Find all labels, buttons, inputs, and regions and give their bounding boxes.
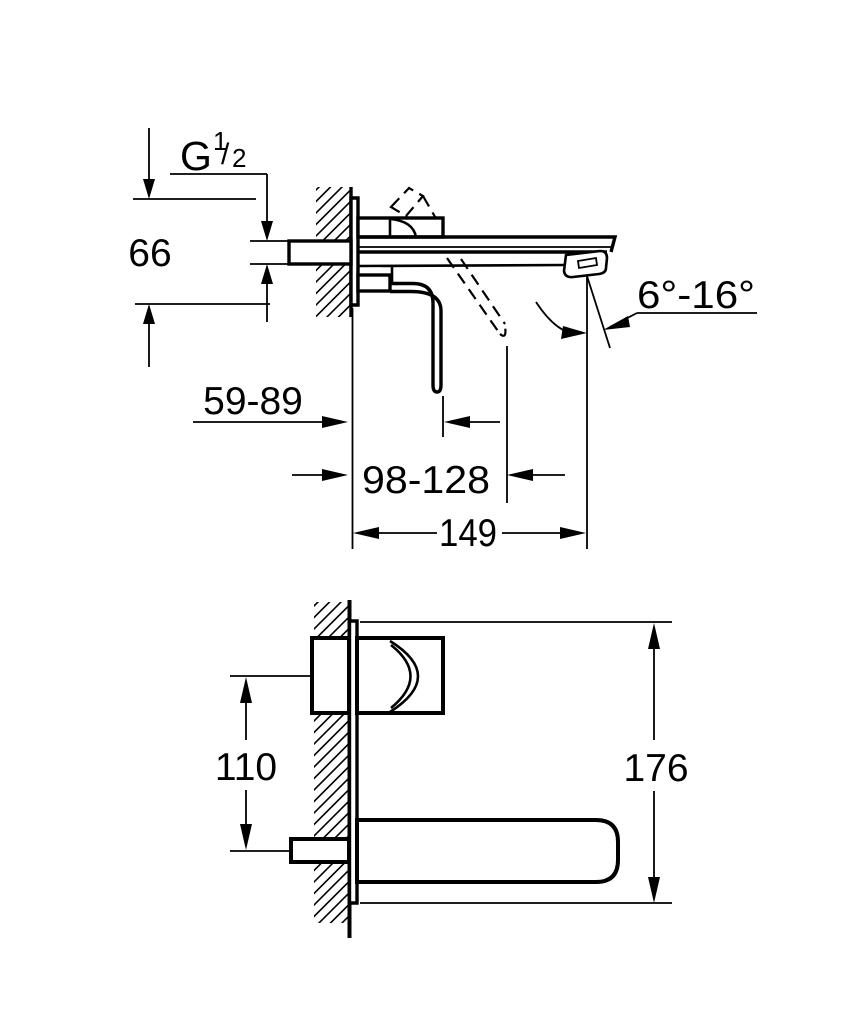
aerator [562, 249, 609, 279]
thread-denominator: 2 [232, 143, 246, 173]
lever-open-grip-dashed [389, 186, 425, 218]
lever-inner-edge [390, 281, 435, 385]
arrow-5989-left [444, 416, 470, 428]
angle-arc-arrow [561, 326, 587, 339]
dome-pivot-arc [389, 217, 418, 238]
wall-hatch-top [314, 602, 349, 638]
spout-front [355, 818, 620, 884]
arrow-110-up [240, 677, 252, 703]
angle-leader-arrow [603, 316, 630, 330]
arrow-66-bottom [143, 304, 155, 324]
pipe-extension-lines [250, 240, 289, 265]
dimension-spout-angle: 6°-16° [535, 274, 757, 349]
lever-open-blade-left [446, 257, 501, 335]
supply-pipe [287, 239, 353, 266]
arrow-149-right [560, 527, 586, 539]
lever-open-blade-tip [499, 325, 507, 337]
dimension-overall-height: 176 [360, 621, 689, 904]
dimension-lever-open-projection: 98-128 [292, 346, 565, 503]
dimension-plate-height: 66 [128, 128, 270, 367]
arrow-66-top [143, 179, 155, 199]
wall-hatch-middle [314, 714, 349, 838]
dimension-spout-projection: 149 [351, 277, 588, 555]
dim-label-98-128: 98-128 [362, 459, 490, 502]
dim-label-angle: 6°-16° [637, 274, 755, 317]
thread-letter: G [180, 133, 212, 179]
valve-body-in-wall [310, 636, 351, 715]
handle-crescent-outer [389, 639, 420, 714]
dim-label-110: 110 [215, 746, 277, 789]
dimension-thread: G 1 / 2 [170, 126, 273, 322]
spout-side [357, 235, 618, 279]
escutcheon-plate-side [349, 196, 360, 307]
arrow-176-down [648, 877, 660, 903]
spout-underside [357, 263, 565, 268]
thread-leader-line [170, 173, 268, 234]
aerator-slot [576, 256, 599, 270]
angle-tilted-line [586, 275, 611, 349]
wall-hatch-lower [316, 264, 351, 317]
front-view: 110 176 [215, 600, 689, 938]
wall-hatch-bottom [314, 863, 349, 923]
arrow-98-right [507, 469, 533, 481]
dim-label-59-89: 59-89 [203, 380, 303, 423]
thread-slash: / [221, 138, 230, 171]
arrow-149-left [353, 527, 379, 539]
arrow-110-down [240, 824, 252, 850]
lever-handle-front [355, 636, 445, 715]
arrow-176-up [648, 623, 660, 649]
dim-label-149: 149 [439, 512, 497, 555]
lever-outer-edge [390, 289, 443, 385]
side-view: G 1 / 2 66 59-89 [128, 126, 757, 555]
spout-top-edge [358, 235, 618, 253]
lever-handle-side [356, 266, 443, 394]
pipe-arrow-up [261, 264, 273, 284]
spout-supply-stub [289, 837, 351, 864]
dim-label-176: 176 [623, 747, 688, 790]
wall-hatching-front [314, 602, 349, 923]
lever-open-position-dashed [389, 186, 507, 337]
lever-tip [431, 384, 443, 394]
dimension-lever-projection: 59-89 [193, 380, 500, 437]
arrow-98-left [322, 469, 348, 481]
wall-hatching-side [316, 187, 351, 317]
lever-open-blade-right [460, 258, 506, 325]
dim-label-66: 66 [128, 232, 171, 275]
handle-crescent-inner [390, 643, 412, 710]
wall-hatch-upper [316, 187, 351, 241]
thread-numerator: 1 [213, 126, 227, 156]
arrow-5989-right [322, 416, 348, 428]
thread-arrow-down [261, 221, 273, 241]
lever-mount [356, 273, 392, 293]
dimension-lever-to-spout: 110 [215, 675, 312, 852]
